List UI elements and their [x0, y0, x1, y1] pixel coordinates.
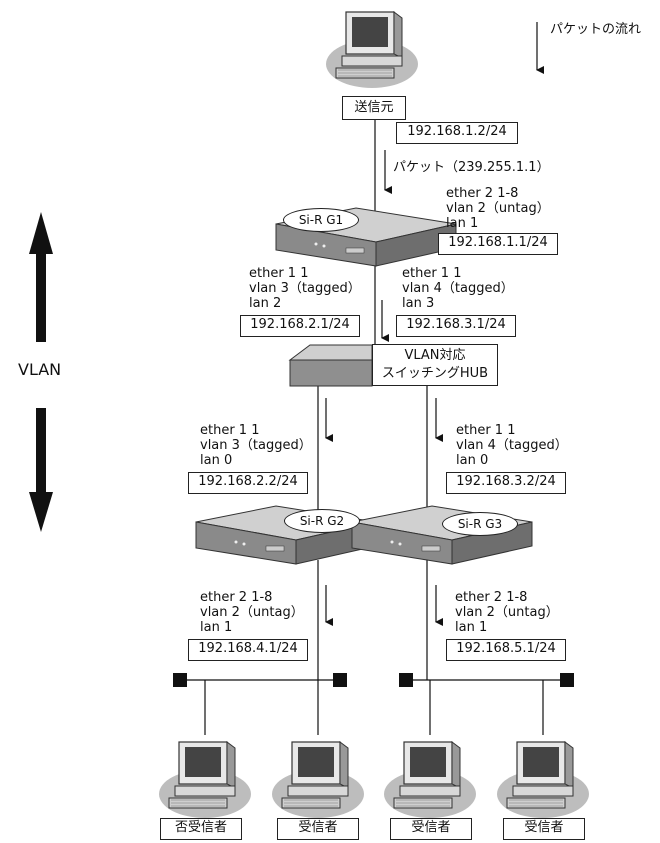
- terminator: [173, 673, 187, 687]
- g1-wan-vlan: vlan 2（untag）: [446, 201, 550, 216]
- router-g1-name: Si-R G1: [283, 208, 359, 232]
- hub-label: VLAN対応 スイッチングHUB: [372, 344, 498, 386]
- receiver-pc-icon: [384, 742, 476, 818]
- g3-down-vlan: vlan 2（untag）: [455, 605, 559, 620]
- g2-up-lan: lan 0: [200, 453, 232, 468]
- g1-wan-ether: ether 2 1-8: [446, 186, 518, 201]
- packet-label: パケット（239.255.1.1）: [393, 160, 550, 175]
- g1-right-ip: 192.168.3.1/24: [396, 315, 516, 337]
- sender-pc-icon: [326, 12, 418, 88]
- g3-up-vlan: vlan 4（tagged）: [456, 438, 568, 453]
- vlan-up-arrow-icon: [29, 212, 53, 342]
- g2-up-vlan: vlan 3（tagged）: [200, 438, 312, 453]
- g1-right-ether: ether 1 1: [402, 266, 461, 281]
- receiver-label: 受信者: [503, 818, 585, 840]
- router-g2-name: Si-R G2: [284, 509, 360, 533]
- legend-label: パケットの流れ: [550, 22, 641, 37]
- hub-label-line2: スイッチングHUB: [373, 365, 497, 383]
- g3-up-lan: lan 0: [456, 453, 488, 468]
- g1-left-vlan: vlan 3（tagged）: [249, 281, 361, 296]
- switching-hub-icon: [290, 345, 372, 386]
- g1-left-ip: 192.168.2.1/24: [240, 315, 360, 337]
- g3-up-ip: 192.168.3.2/24: [446, 472, 566, 494]
- receiver-pc-icon: [159, 742, 251, 818]
- receiver-label: 否受信者: [160, 818, 242, 840]
- g2-down-ip: 192.168.4.1/24: [188, 639, 308, 661]
- g1-left-lan: lan 2: [249, 296, 281, 311]
- terminator: [560, 673, 574, 687]
- vlan-down-arrow-icon: [29, 408, 53, 532]
- receiver-label: 受信者: [277, 818, 359, 840]
- g2-down-vlan: vlan 2（untag）: [200, 605, 304, 620]
- g1-right-lan: lan 3: [402, 296, 434, 311]
- g2-up-ip: 192.168.2.2/24: [188, 472, 308, 494]
- receiver-pc-icon: [272, 742, 364, 818]
- g3-up-ether: ether 1 1: [456, 423, 515, 438]
- g2-up-ether: ether 1 1: [200, 423, 259, 438]
- sender-ip: 192.168.1.2/24: [396, 122, 518, 144]
- receiver-label: 受信者: [390, 818, 472, 840]
- g2-down-lan: lan 1: [200, 620, 232, 635]
- vlan-label: VLAN: [18, 360, 61, 379]
- terminator: [333, 673, 347, 687]
- router-g3-name: Si-R G3: [442, 512, 518, 536]
- g3-down-ether: ether 2 1-8: [455, 590, 527, 605]
- hub-label-line1: VLAN対応: [373, 347, 497, 365]
- terminator: [399, 673, 413, 687]
- g3-down-lan: lan 1: [455, 620, 487, 635]
- sender-label: 送信元: [342, 96, 406, 120]
- g1-wan-ip: 192.168.1.1/24: [438, 233, 558, 255]
- g1-right-vlan: vlan 4（tagged）: [402, 281, 514, 296]
- g2-down-ether: ether 2 1-8: [200, 590, 272, 605]
- g1-left-ether: ether 1 1: [249, 266, 308, 281]
- receiver-pc-icon: [497, 742, 589, 818]
- g1-wan-lan: lan 1: [446, 216, 478, 231]
- g3-down-ip: 192.168.5.1/24: [446, 639, 566, 661]
